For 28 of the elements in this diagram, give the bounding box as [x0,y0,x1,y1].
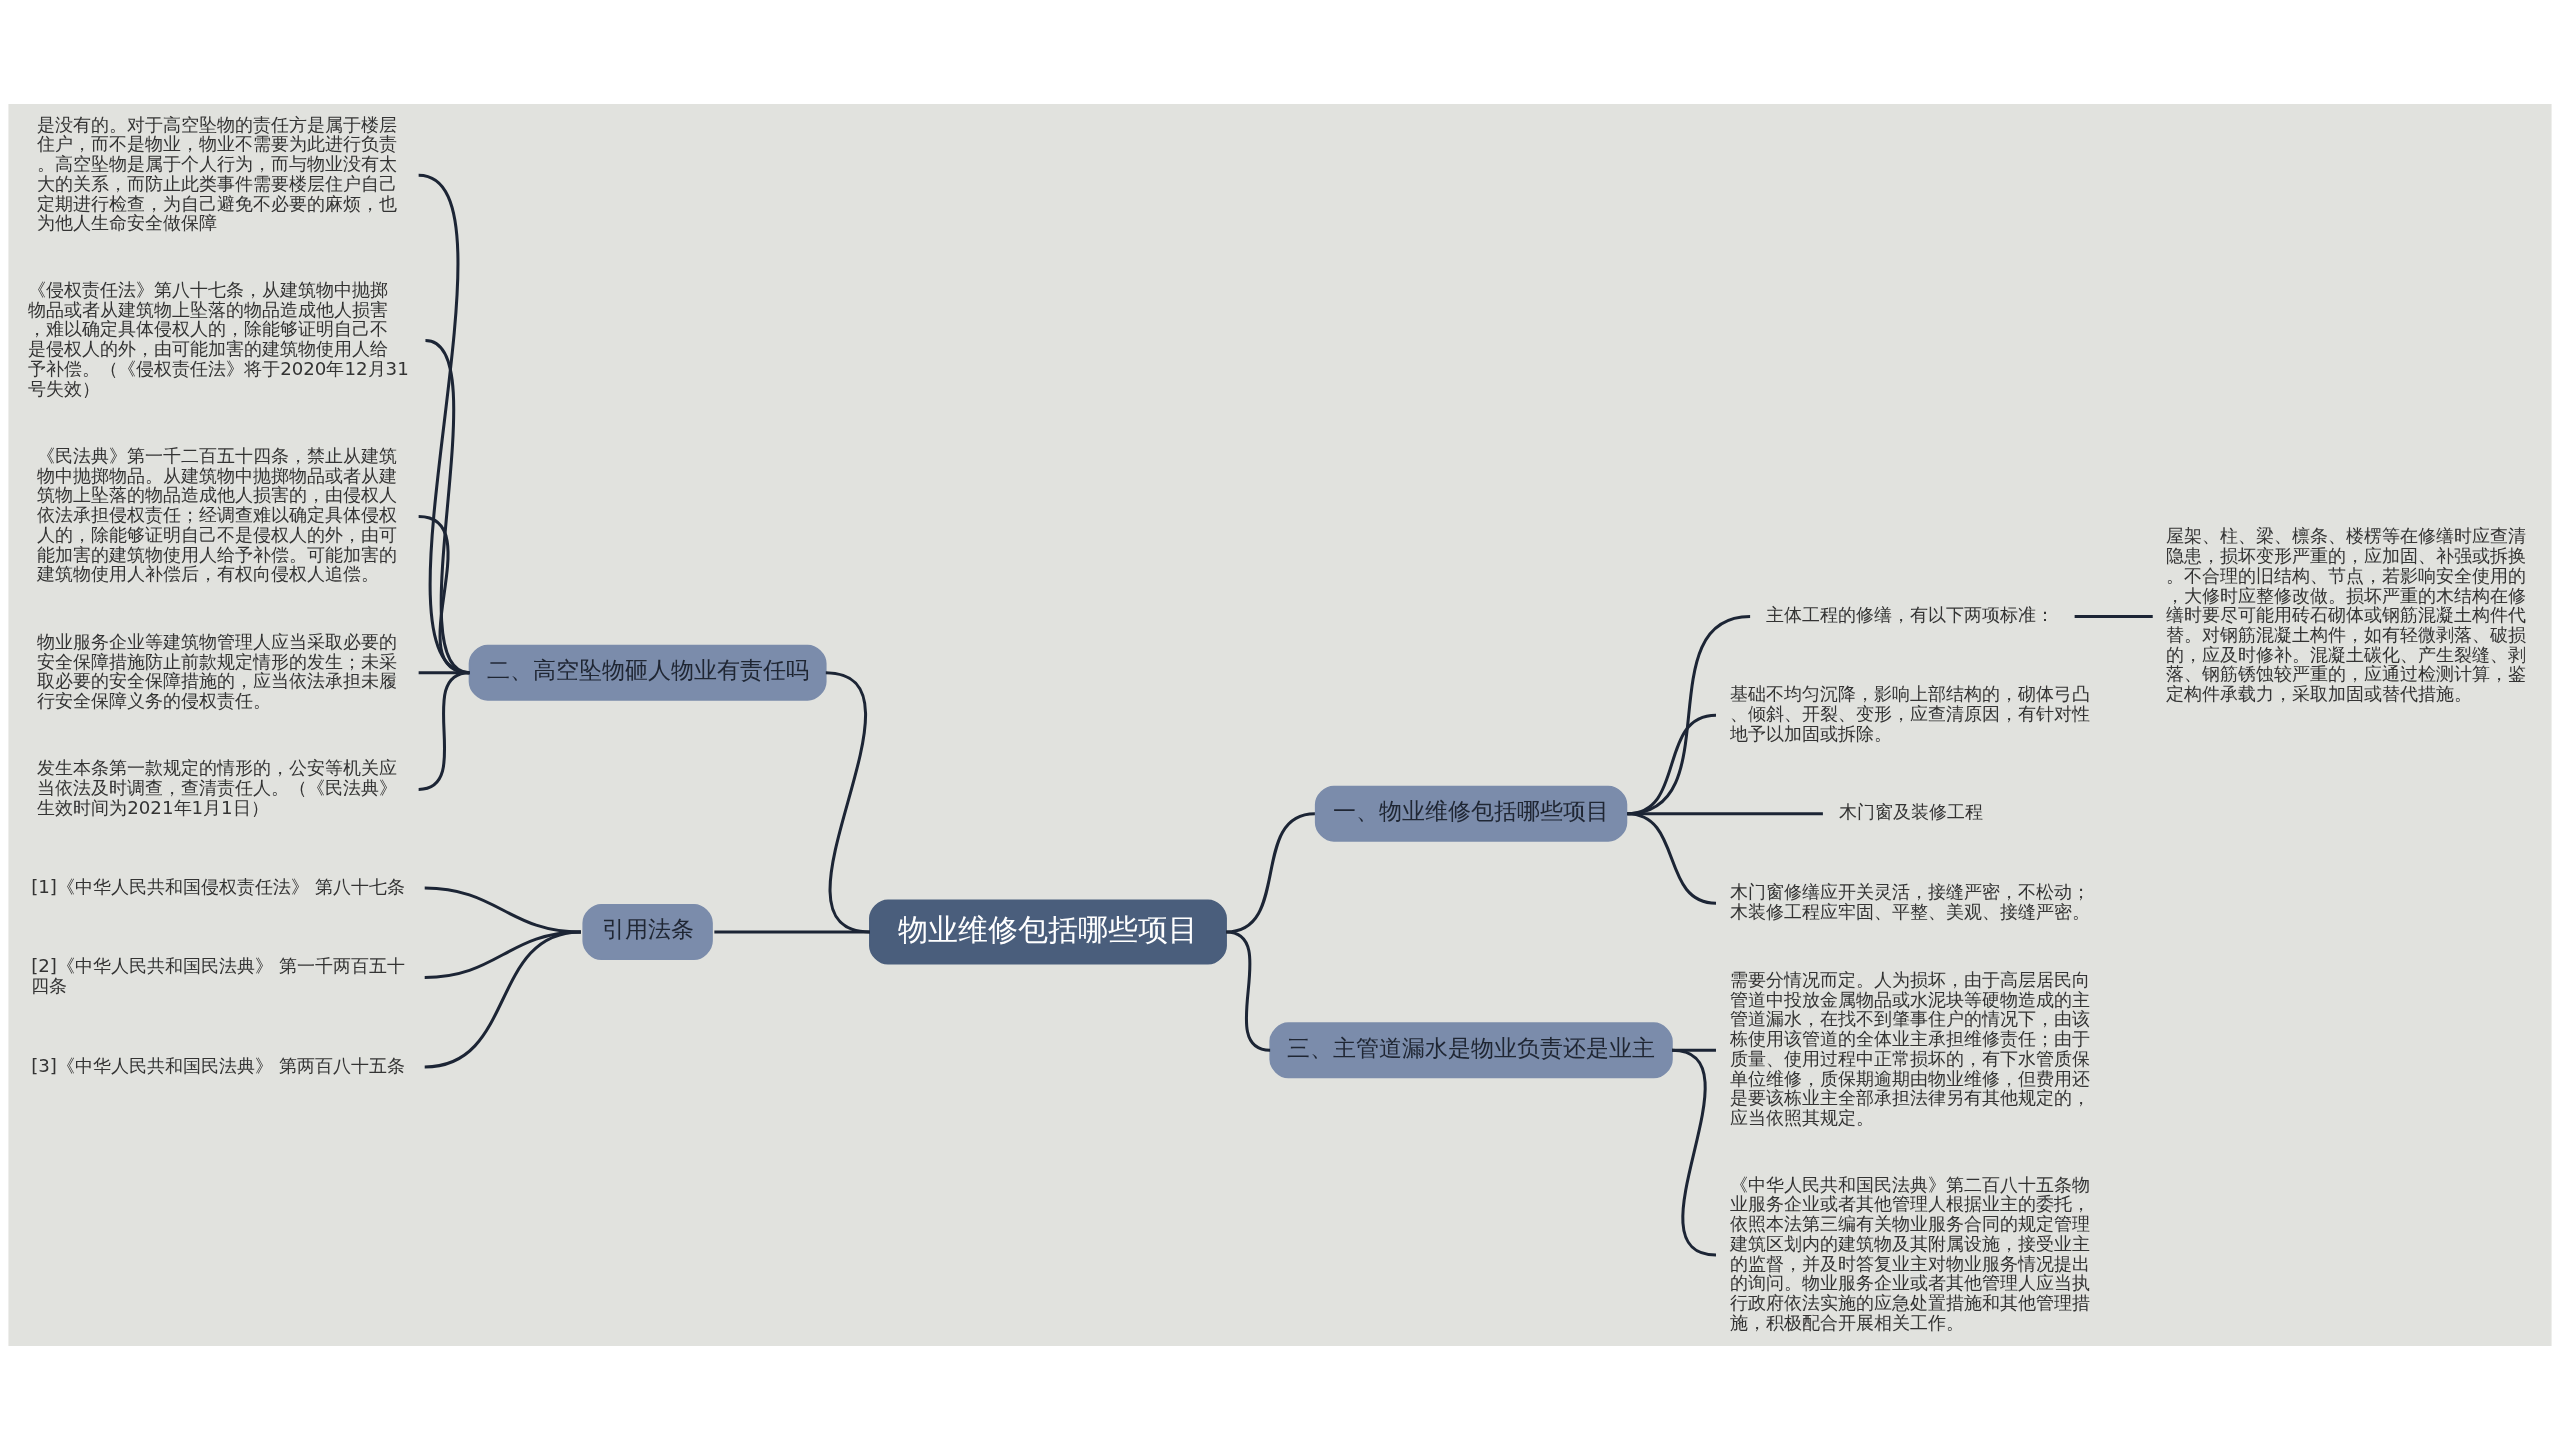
node-text: 木门窗修缮应开关灵活，接缝严密，不松动；木装修工程应牢固、平整、美观、接缝严密。 [1729,881,2090,922]
node-box: 物业维修包括哪些项目 [869,899,1227,965]
node-text: 物业服务企业等建筑物管理人应当采取必要的安全保障措施防止前款规定情形的发生；未采取必要的安全保障措施的，应当依法承担未履行安全保障义务的侵权责任。 [37,630,398,711]
node-text: 《侵权责任法》第八十七条，从建筑物中抛掷物品或者从建筑物上坠落的物品造成他人损害，难以确定具体侵权人的，除能够证明自己不是侵权人的外，由可能加害的建筑物使用人给予补偿。（《侵权责任法》将于2020年12月31号失效） [28,278,409,399]
node-text: 主体工程的修缮，有以下两项标准： [1766,604,2055,626]
connector [424,886,581,934]
connector [424,930,582,1069]
connector [714,930,870,934]
node-text: 需要分情况而定。人为损坏，由于高层居民向管道中投放金属物品或水泥块等硬物造成的主管道漏水，在找不到肇事住户的情况下，由该栋使用该管道的全体业主承担维修责任；由于质量、使用过程中正常损坏的，有下水管质保单位维修，质保期逾期由物业维修，但费用还是要该栋业主全部承担法律另有其他规定的，应当依照其规定。 [1729,968,2090,1128]
node-text: 基础不均匀沉降，影响上部结构的，砌体弓凸、倾斜、开裂、变形，应查清原因，有针对性地予以加固或拆除。 [1729,683,2090,744]
node-text: 发生本条第一款规定的情形的，公安等机关应当依法及时调查，查清责任人。（《民法典》生效时间为2021年1月1日） [37,757,398,818]
connector [1627,812,1717,905]
node-text: [1]《中华人民共和国侵权责任法》 第八十七条 [31,875,405,897]
node-box: 三、主管道漏水是物业负责还是业主 [1269,1022,1673,1079]
node-text: [3]《中华人民共和国民法典》 第两百八十五条 [31,1054,405,1076]
node-box: 引用法条 [582,903,713,961]
node-box: 一、物业维修包括哪些项目 [1314,785,1628,842]
node-text: [2]《中华人民共和国民法典》 第一千两百五十四条 [31,955,405,997]
node-box: 二、高空坠物砸人物业有责任吗 [468,644,827,701]
node-text: 《中华人民共和国民法典》第二百八十五条物业服务企业或者其他管理人根据业主的委托，依照本法第三编有关物业服务合同的规定管理建筑区划内的建筑物及其附属设施，接受业主的监督，并及时答复业主对物业服务情况提出的询问。物业服务企业或者其他管理人应当执行政府依法实施的应急处置措施和其他管理措施，积极配合开展相关工作。 [1729,1173,2090,1333]
node-text: 屋架、柱、梁、檩条、楼楞等在修缮时应查清隐患，损坏变形严重的，应加固、补强或拆换。不合理的旧结构、节点，若影响安全使用的，大修时应整修改做。损坏严重的木结构在修缮时要尽可能用砖石砌体或钢筋混凝土构件代替。对钢筋混凝土构件，如有轻微剥落、破损的，应及时修补。混凝土碳化、产生裂缝、剥落、钢筋锈蚀较严重的，应通过检测计算，鉴定构件承载力，采取加固或替代措施。 [2166,525,2527,705]
node-text: 《民法典》第一千二百五十四条，禁止从建筑物中抛掷物品。从建筑物中抛掷物品或者从建筑物上坠落的物品造成他人损害的，由侵权人依法承担侵权责任；经调查难以确定具体侵权人的，除能够证明自己不是侵权人的外，由可能加害的建筑物使用人给予补偿。可能加害的建筑物使用人补偿后，有权向侵权人追偿。 [37,445,398,585]
connector [418,671,470,791]
connector [2074,615,2153,619]
connector [1671,1048,1717,1257]
connector [1225,812,1316,934]
node-text: 木门窗及装修工程 [1838,801,1983,823]
node-text: 是没有的。对于高空坠物的责任方是属于楼层住户，而不是物业，物业不需要为此进行负责。高空坠物是属于个人行为，而与物业没有太大的关系，而防止此类事件需要楼层住户自己定期进行检查，为自己避免不必要的麻烦，也为他人生命安全做保障 [37,113,398,234]
